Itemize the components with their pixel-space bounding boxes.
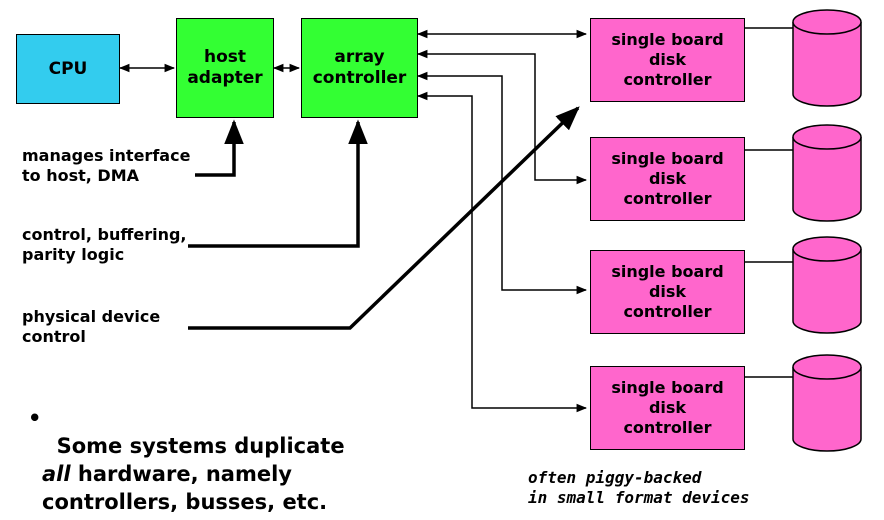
- disk-controller-box: single board disk controller: [590, 366, 745, 450]
- bullet-emphasis: all: [42, 462, 71, 486]
- bus-link-4: [416, 91, 588, 413]
- disk-icon: [792, 354, 862, 452]
- disk-controller-box: single board disk controller: [590, 137, 745, 221]
- array-controller-box: array controller: [301, 18, 418, 118]
- manages-pointer: [195, 119, 244, 177]
- physical-device-label: physical device control: [22, 307, 161, 346]
- manages-interface-label: manages interface to host, DMA: [22, 146, 191, 185]
- bullet-dot: •: [28, 406, 42, 430]
- control-buffering-label: control, buffering, parity logic: [22, 225, 187, 264]
- bullet-point: • Some systems duplicate all hardware, na…: [28, 404, 345, 516]
- host-adapter-box: host adapter: [176, 18, 274, 118]
- control-pointer: [188, 119, 368, 248]
- disk-controller-box: single board disk controller: [590, 250, 745, 334]
- disk-icon: [792, 236, 862, 334]
- cpu-box: CPU: [16, 34, 120, 104]
- bullet-text-start: Some systems duplicate: [56, 434, 345, 458]
- disk-icon: [792, 124, 862, 222]
- piggy-backed-note: often piggy-backed in small format devic…: [528, 468, 750, 507]
- disk-icon: [792, 9, 862, 107]
- bullet-text-end: hardware, namely controllers, busses, et…: [42, 462, 328, 514]
- disk-controller-box: single board disk controller: [590, 18, 745, 102]
- physical-pointer: [188, 106, 580, 330]
